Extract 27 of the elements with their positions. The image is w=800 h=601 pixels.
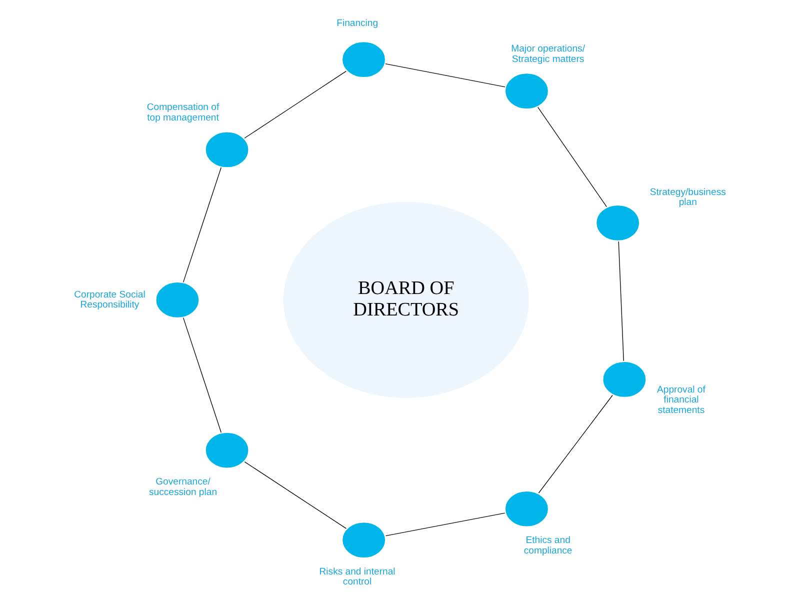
- connector: [182, 317, 222, 433]
- connector: [182, 167, 222, 283]
- node-label: Strategy/business plan: [650, 186, 726, 208]
- node-ellipse: [154, 280, 201, 320]
- node-ellipse: [340, 520, 388, 560]
- node-ellipse: [504, 72, 550, 111]
- connector: [385, 63, 506, 88]
- node-ellipse: [204, 430, 250, 470]
- node-label: Risks and internal control: [319, 566, 396, 588]
- node-label: Corporate Social Responsibility: [74, 289, 146, 311]
- node-label: Approval of financial statements: [657, 384, 706, 416]
- connector: [385, 512, 506, 536]
- node-label: Ethics and compliance: [524, 535, 572, 556]
- connector: [538, 394, 613, 494]
- connector: [244, 461, 347, 529]
- connector: [618, 241, 624, 362]
- node-label: Financing: [336, 18, 378, 29]
- node-ellipse: [601, 360, 648, 399]
- node-label: Governance/ succession plan: [148, 476, 218, 498]
- node-ellipse: [340, 40, 387, 80]
- node-ellipse: [504, 489, 550, 528]
- connector: [244, 70, 346, 138]
- connector: [538, 106, 607, 208]
- node-label: Major operations/ Strategic matters: [511, 44, 586, 65]
- node-label: Compensation of top management: [146, 102, 220, 124]
- node-ellipse: [594, 203, 642, 242]
- node-ellipse: [204, 130, 250, 170]
